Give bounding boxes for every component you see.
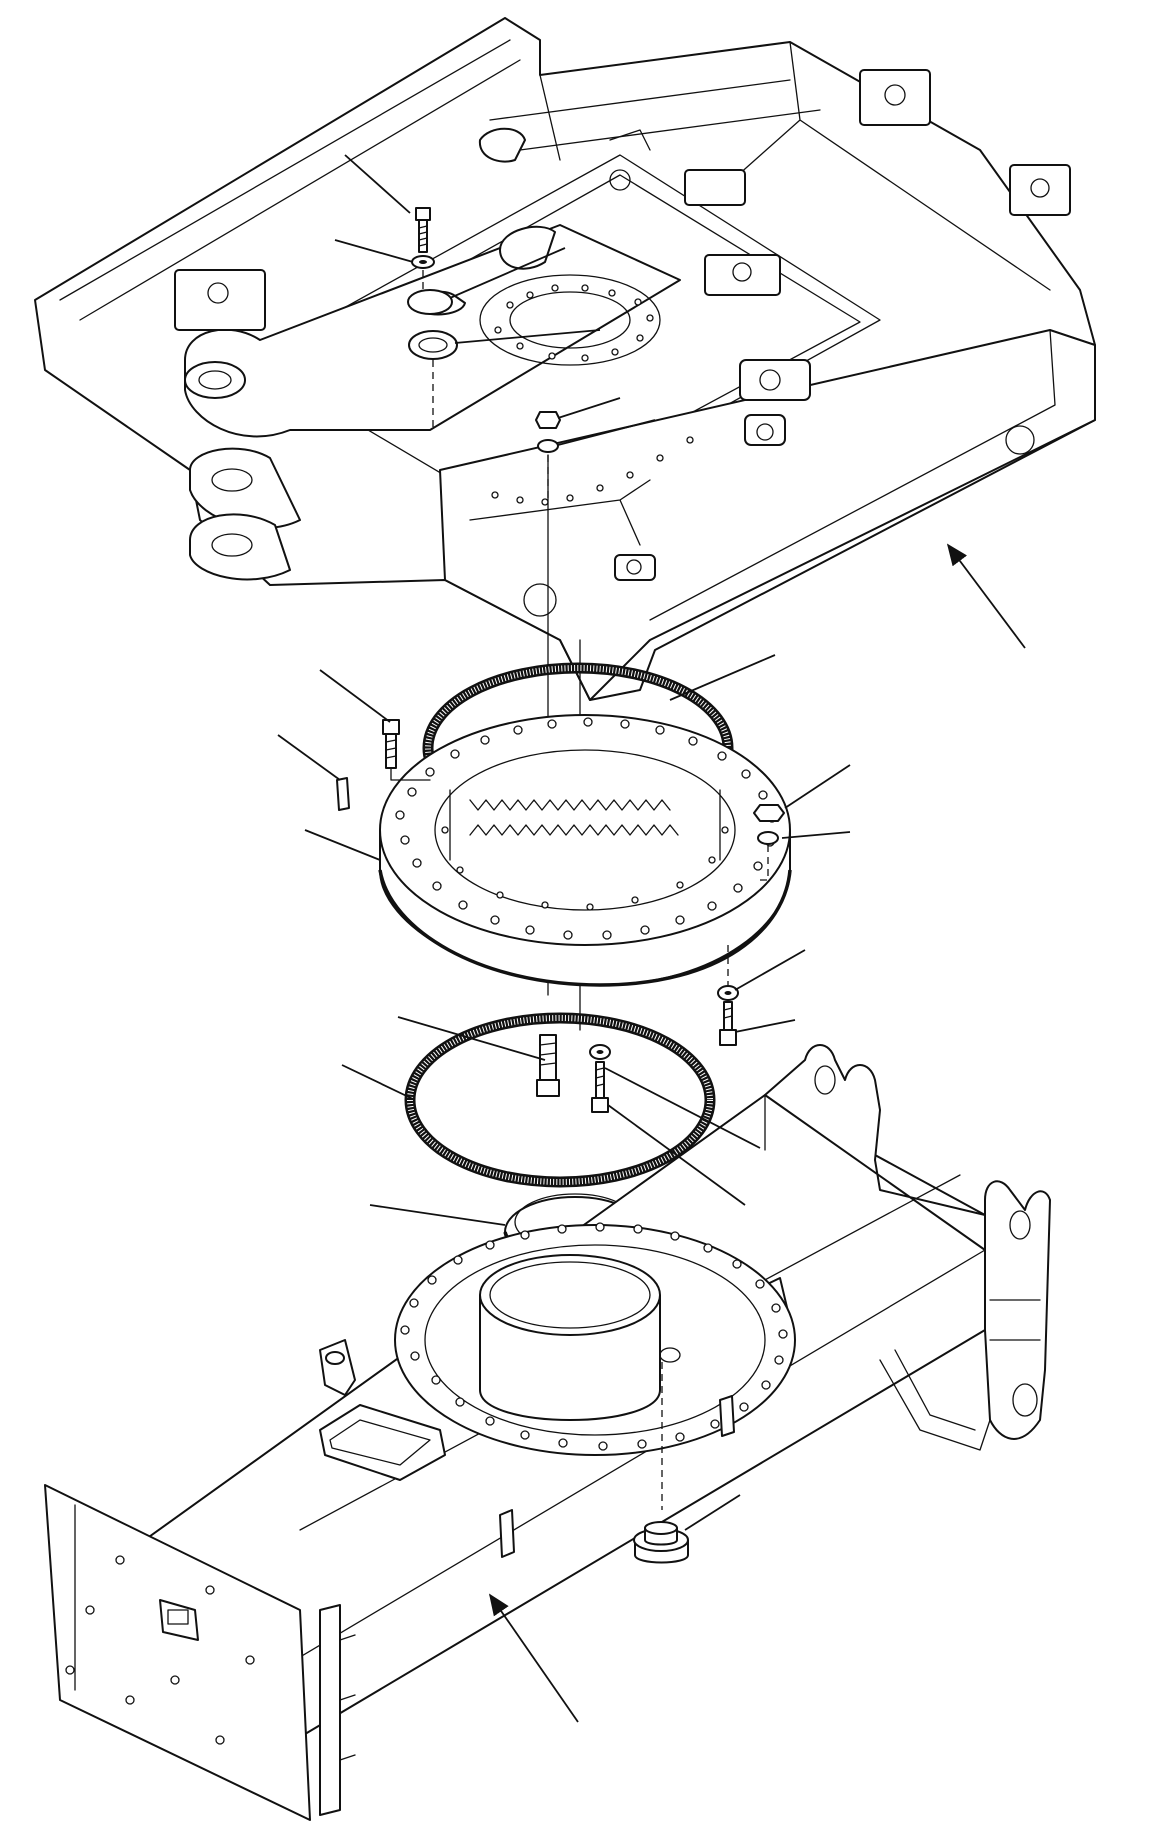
- right-nut-washer: [753, 804, 785, 881]
- deck-bolt-holes: [491, 284, 694, 506]
- callout-leaders: [277, 154, 851, 1531]
- bolt-head: [415, 207, 431, 221]
- cover-plate: [407, 289, 453, 315]
- lower-seal-ring: [404, 1012, 716, 1188]
- upper-revolving-frame: [34, 17, 1096, 701]
- right-bolt-washer: [717, 945, 739, 1046]
- left-bolt: [382, 719, 431, 781]
- arrow-lower-frame: [488, 1593, 579, 1723]
- center-washer-bolt: [589, 1044, 611, 1113]
- arrow-upper-frame: [946, 543, 1026, 649]
- frame-bolt-holes: [400, 1222, 788, 1451]
- swing-bearing: [378, 714, 792, 987]
- center-bolt: [536, 1034, 560, 1097]
- assembly-arrows: [488, 543, 1026, 1723]
- lower-track-frame: [44, 1044, 1051, 1821]
- drain-plug: [633, 1521, 689, 1564]
- gasket: [408, 330, 458, 360]
- washer: [537, 439, 559, 453]
- spring-pin: [336, 777, 350, 811]
- nut: [535, 411, 561, 429]
